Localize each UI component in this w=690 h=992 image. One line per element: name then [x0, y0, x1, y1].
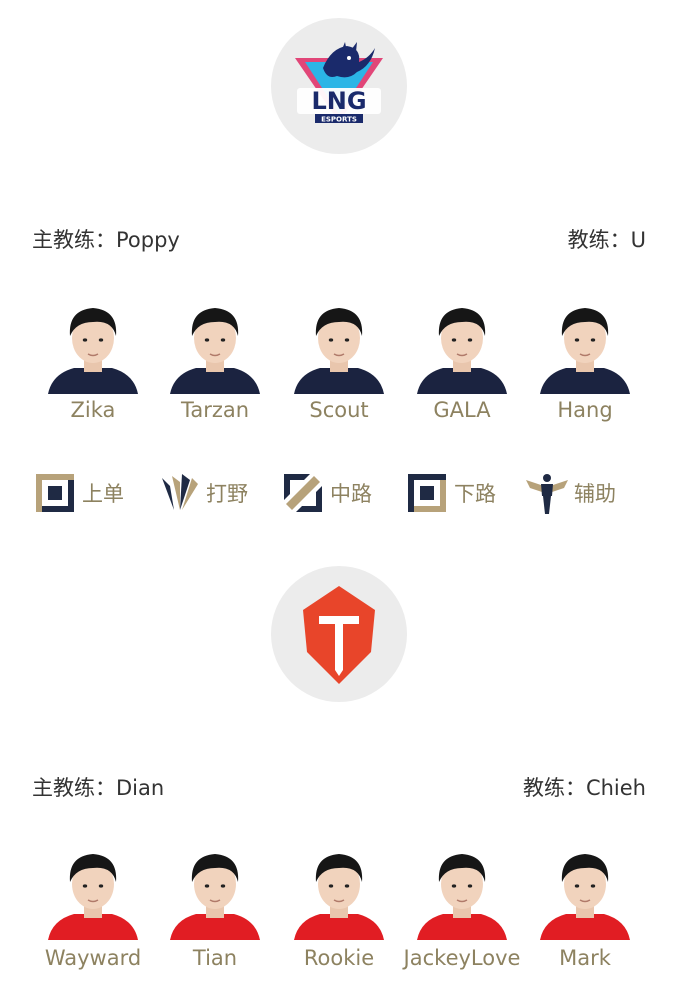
player-photo — [540, 296, 630, 394]
role-top: 上单 — [32, 470, 124, 516]
player-photo — [170, 842, 260, 940]
player-name: Hang — [557, 398, 613, 422]
player-name: Rookie — [303, 946, 375, 970]
player-name: GALA — [433, 398, 491, 422]
player-name: Scout — [309, 398, 369, 422]
role-label: 中路 — [330, 482, 372, 506]
tes-logo-icon — [303, 586, 375, 684]
head-coach-name: Dian — [116, 776, 165, 800]
svg-text:ESPORTS: ESPORTS — [321, 116, 357, 124]
coach-name: U — [630, 228, 646, 252]
player-name: Tian — [192, 946, 238, 970]
lng-esports-logo-icon: LNG ESPORTS — [295, 42, 383, 124]
mid-lane-icon — [284, 474, 322, 512]
role-label: 辅助 — [574, 482, 616, 506]
role-support: 辅助 — [524, 470, 616, 516]
player-photo — [170, 296, 260, 394]
role-label: 下路 — [454, 482, 496, 506]
head-coach-label: 主教练： — [32, 776, 116, 800]
role-label: 上单 — [82, 482, 124, 506]
player-name: Mark — [559, 946, 611, 970]
player-name: JackeyLove — [403, 946, 521, 970]
top-lane-icon — [36, 474, 74, 512]
bot-lane-icon — [408, 474, 446, 512]
head-coach: 主教练：Poppy — [32, 224, 180, 254]
coach-name: Chieh — [585, 776, 646, 800]
tes-logo — [271, 566, 407, 702]
head-coach-name: Poppy — [116, 228, 180, 252]
player-photo — [48, 296, 138, 394]
svg-text:LNG: LNG — [311, 87, 366, 115]
head-coach: 主教练：Dian — [32, 772, 164, 802]
role-bot: 下路 — [404, 470, 496, 516]
coach: 教练：Chieh — [523, 772, 646, 802]
coach: 教练：U — [568, 224, 646, 254]
head-coach-label: 主教练： — [32, 228, 116, 252]
player-photo — [48, 842, 138, 940]
player-photo — [417, 296, 507, 394]
role-mid: 中路 — [280, 470, 372, 516]
coach-label: 教练： — [567, 228, 631, 252]
jungle-icon — [162, 474, 198, 510]
lng-logo: LNG ESPORTS — [271, 18, 407, 154]
player-photo — [417, 842, 507, 940]
role-label: 打野 — [206, 482, 248, 506]
coach-label: 教练： — [522, 776, 586, 800]
role-jungle: 打野 — [156, 470, 248, 516]
player-name: Wayward — [44, 946, 142, 970]
player-name: Tarzan — [180, 398, 250, 422]
support-icon — [526, 474, 568, 514]
player-name: Zika — [70, 398, 116, 422]
player-photo — [294, 296, 384, 394]
player-photo — [294, 842, 384, 940]
player-photo — [540, 842, 630, 940]
